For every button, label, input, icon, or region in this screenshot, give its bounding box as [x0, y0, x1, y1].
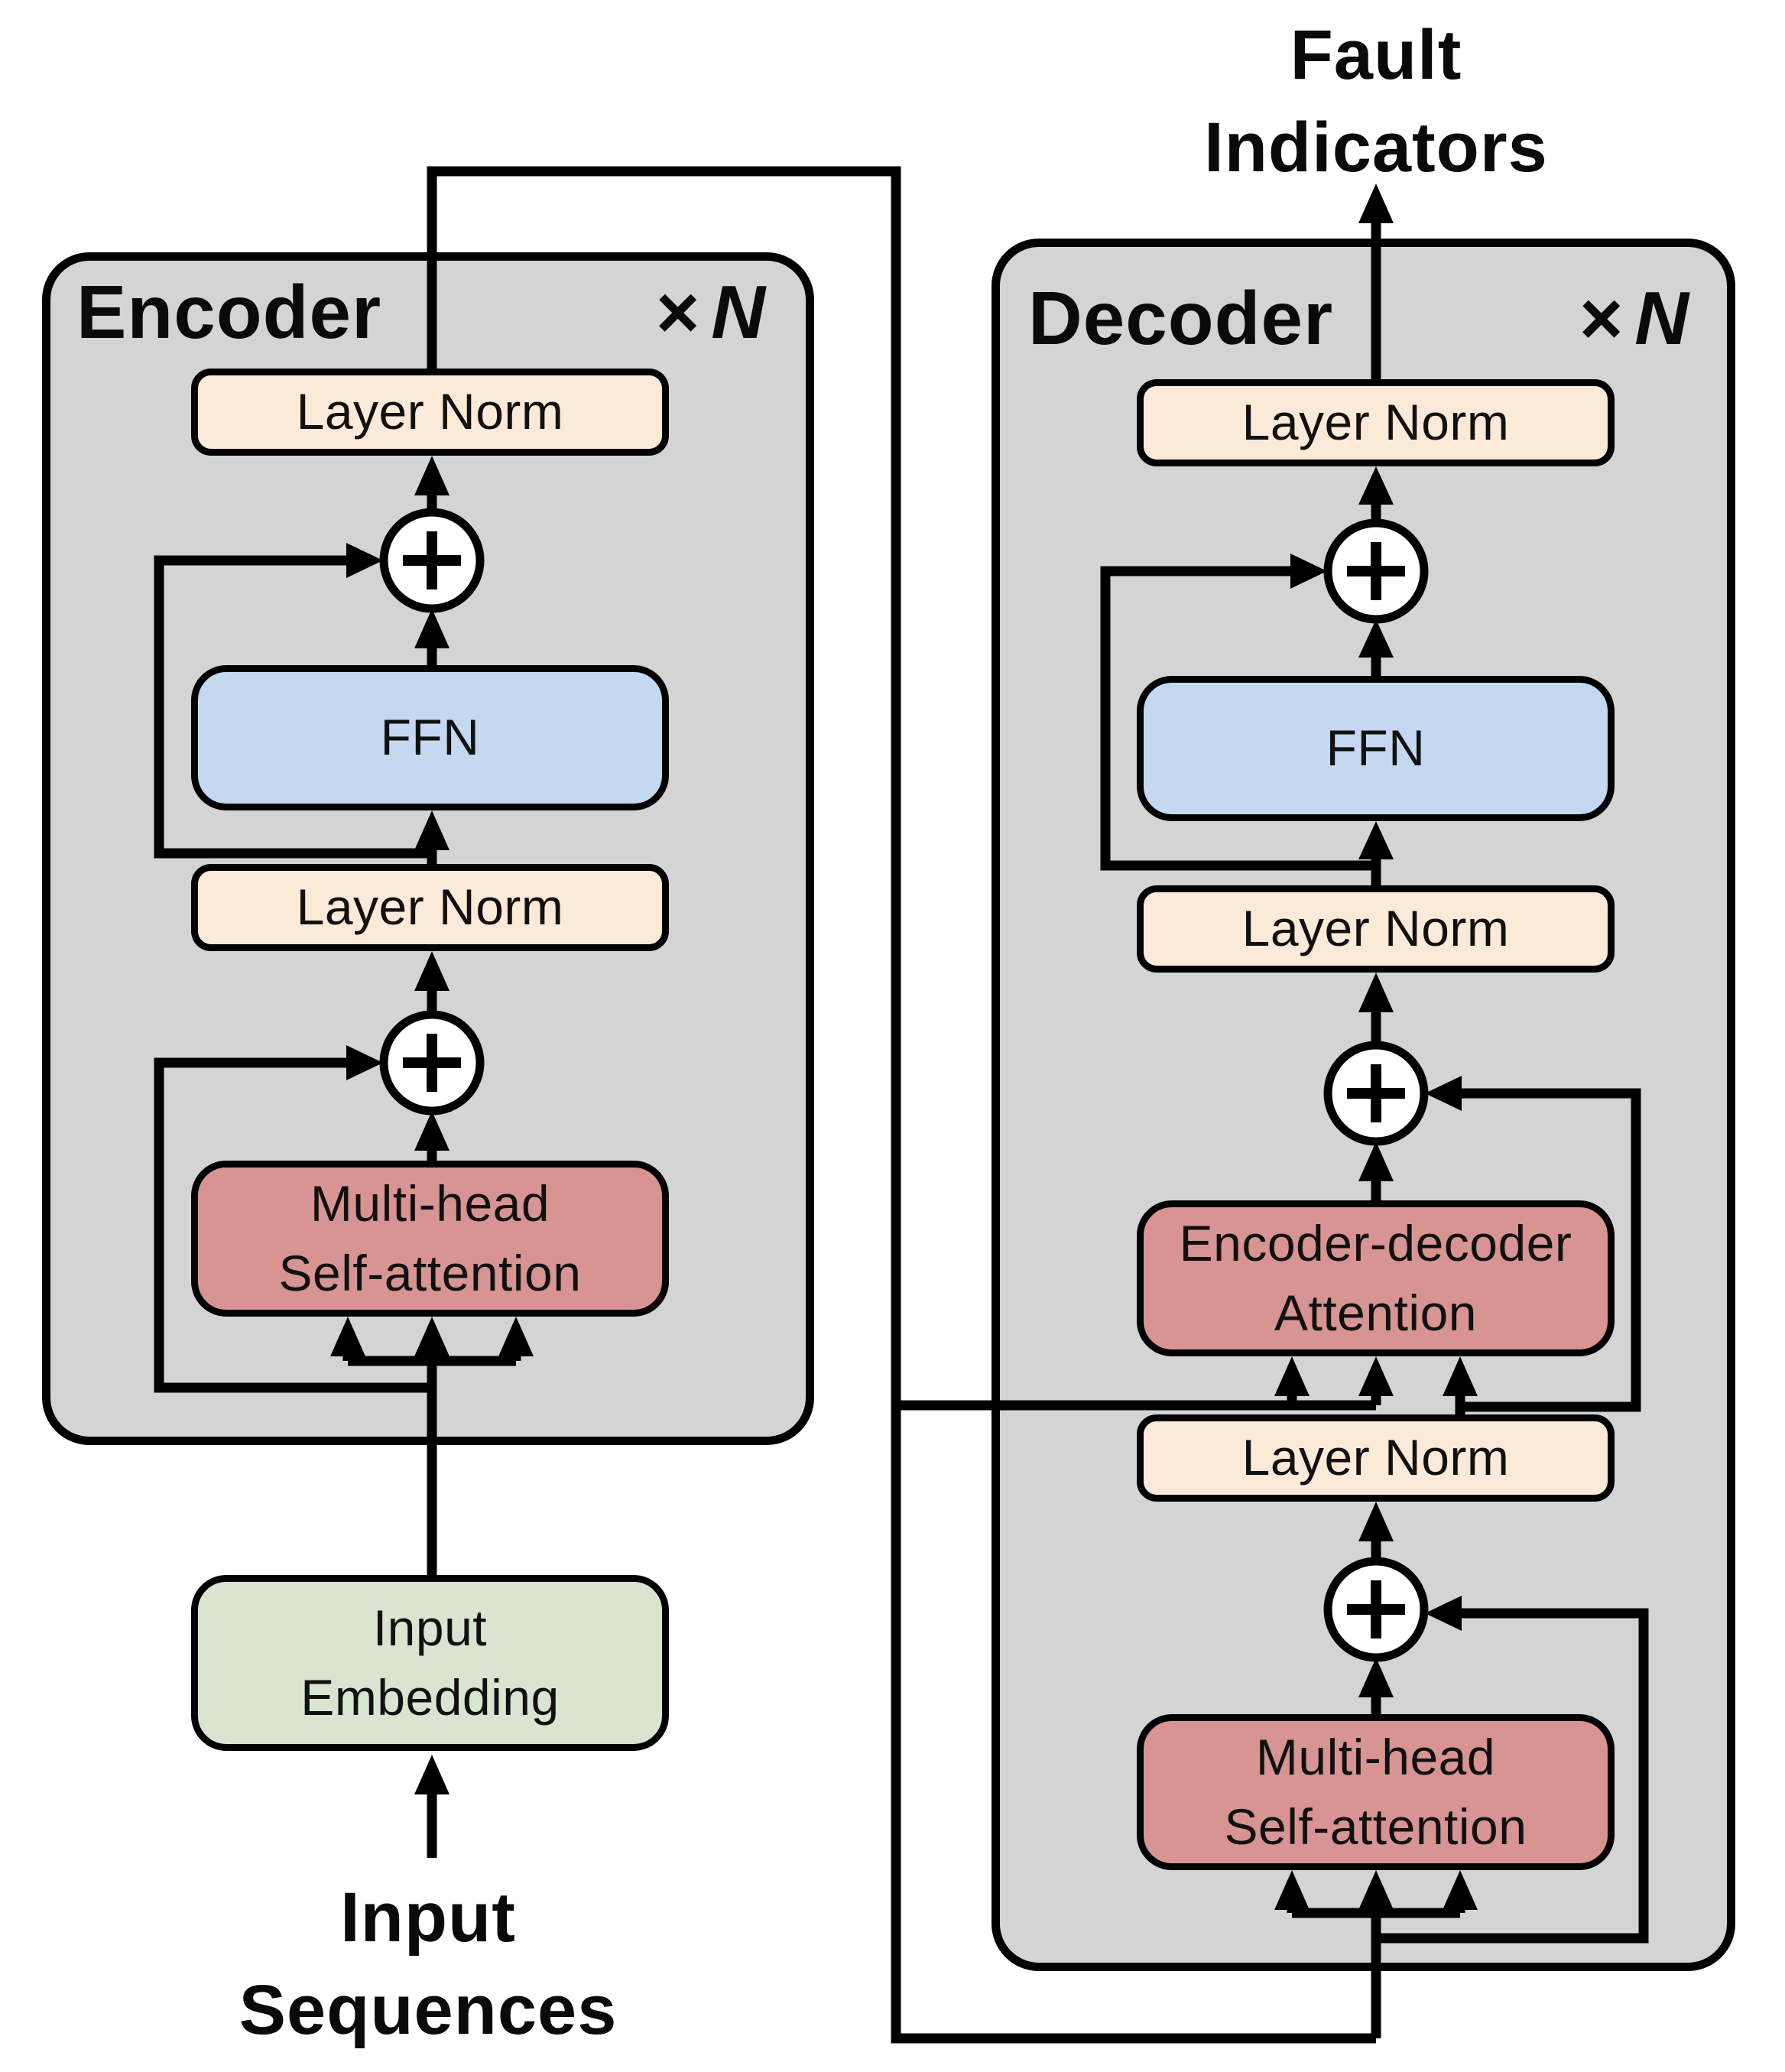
output-caption-line1: Fault [1290, 16, 1462, 94]
decoder-times-icon: × [1579, 276, 1624, 360]
encoder-self-attention: Multi-head Self-attention [191, 1161, 669, 1317]
encoder-ffn: FFN [191, 665, 669, 810]
output-caption: Fault Indicators [1147, 9, 1605, 195]
encoder-ffn-residual [154, 555, 432, 859]
decoder-repeat-badge: ×N [1489, 275, 1689, 362]
decoder-ffn: FFN [1137, 676, 1615, 821]
encoder-output-connector [427, 166, 1376, 2044]
encoder-title: Encoder [76, 270, 382, 354]
encoder-layer-norm-top-label: Layer Norm [296, 383, 564, 440]
output-caption-line2: Indicators [1204, 109, 1548, 187]
encoder-attn-residual [154, 1057, 432, 1393]
decoder-repeat-count: N [1634, 276, 1689, 360]
decoder-add-self-attn-icon [1323, 1557, 1429, 1662]
decoder-cross-attn-residual [1460, 1088, 1641, 1412]
encoder-add-attn-icon [379, 1010, 485, 1116]
encoder-layer-norm-mid-label: Layer Norm [296, 878, 564, 936]
encoder-layer-norm-top: Layer Norm [191, 369, 669, 456]
decoder-ffn-label: FFN [1326, 719, 1426, 777]
decoder-self-attention: Multi-head Self-attention [1137, 1714, 1615, 1870]
decoder-self-attention-label-1: Multi-head [1255, 1728, 1496, 1785]
encoder-repeat-count: N [711, 270, 766, 354]
decoder-layer-norm-top: Layer Norm [1137, 379, 1615, 466]
encoder-self-attention-label-2: Self-attention [278, 1245, 582, 1301]
decoder-ffn-residual [1100, 566, 1376, 871]
decoder-self-attn-residual [1376, 1608, 1649, 1944]
decoder-layer-norm-mid-label: Layer Norm [1241, 900, 1510, 957]
decoder-self-attention-label-2: Self-attention [1224, 1798, 1527, 1855]
input-embedding-label-1: Input [372, 1599, 488, 1656]
decoder-add-cross-attn-icon [1323, 1041, 1429, 1146]
decoder-add-ffn-icon [1323, 518, 1429, 624]
encoder-times-icon: × [655, 270, 701, 354]
decoder-layer-norm-mid: Layer Norm [1137, 885, 1615, 973]
encoder-repeat-badge: ×N [566, 269, 766, 356]
encoder-self-attention-label-1: Multi-head [310, 1174, 550, 1232]
encoder-add-ffn-icon [379, 508, 485, 613]
decoder-cross-attention-label-2: Attention [1274, 1284, 1478, 1341]
input-embedding-label-2: Embedding [300, 1669, 560, 1726]
decoder-layer-norm-low: Layer Norm [1137, 1414, 1615, 1502]
input-caption-line1: Input [340, 1879, 516, 1957]
decoder-layer-norm-low-label: Layer Norm [1241, 1429, 1510, 1486]
input-caption-line2: Sequences [239, 1971, 618, 2050]
decoder-title: Decoder [1028, 276, 1334, 360]
input-caption: Input Sequences [199, 1872, 657, 2057]
encoder-ffn-label: FFN [380, 709, 480, 766]
input-embedding: Input Embedding [191, 1575, 669, 1751]
decoder-cross-attention-label-1: Encoder-decoder [1179, 1214, 1572, 1271]
arrowheads [330, 183, 1478, 1910]
plus-nodes [379, 508, 1429, 1662]
encoder-layer-norm-mid: Layer Norm [191, 864, 669, 951]
decoder-cross-attention: Encoder-decoder Attention [1137, 1200, 1615, 1356]
decoder-layer-norm-top-label: Layer Norm [1241, 394, 1510, 451]
